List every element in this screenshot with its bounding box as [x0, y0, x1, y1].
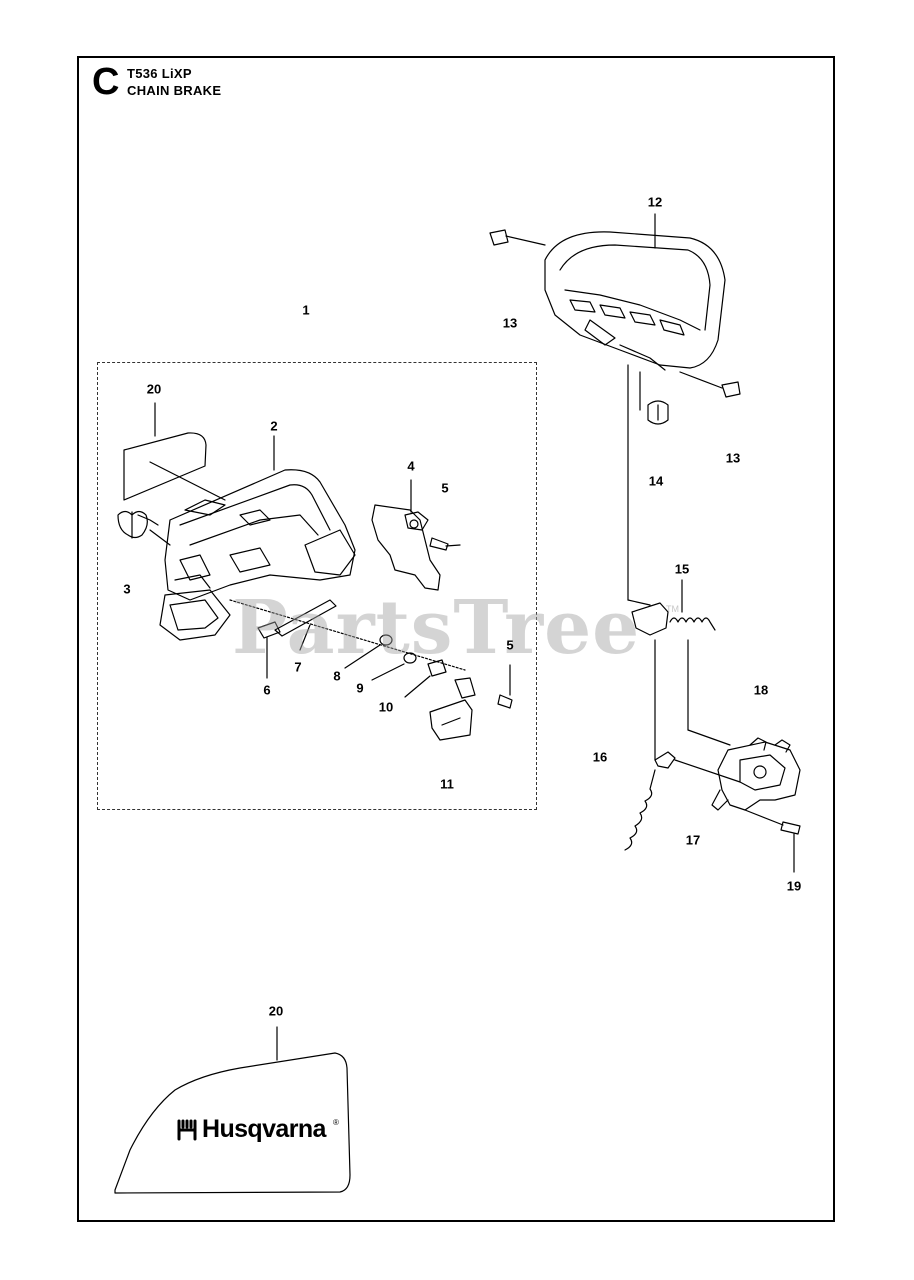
part-5-screw-bottom [497, 694, 513, 709]
part-2-chain-brake-cover [164, 469, 356, 601]
part-12-chain-brake-handle [544, 231, 726, 369]
callout-14: 14 [648, 473, 664, 489]
partstree-watermark: PartsTree [232, 585, 641, 671]
brand-wordmark: Husqvarna [202, 1115, 326, 1143]
part-11-bracket [429, 699, 473, 741]
callout-11: 11 [440, 776, 454, 792]
callout-5-lower: 5 [506, 637, 514, 653]
part-5-screw-top [429, 537, 449, 551]
part-7-pin [274, 599, 337, 637]
callout-1: 1 [302, 302, 310, 318]
callout-16: 16 [592, 749, 608, 765]
callout-5-upper: 5 [441, 480, 449, 496]
callout-20-large: 20 [268, 1003, 284, 1019]
part-17-spring [624, 769, 656, 851]
diagram-frame [77, 56, 835, 1222]
part-19-screw [780, 821, 801, 835]
part-6-rivet [257, 621, 281, 639]
part-16-small-link [654, 751, 676, 769]
callout-9: 9 [356, 680, 364, 696]
callout-15: 15 [674, 561, 690, 577]
part-3-spring-coil [117, 510, 148, 539]
part-3-brake-band-holder [159, 589, 231, 641]
part-14-nut [647, 400, 669, 425]
part-4-brake-lever [371, 504, 441, 591]
part-9-washer [403, 652, 417, 664]
part-15-link [631, 602, 669, 636]
part-20-decal-large [114, 1052, 351, 1194]
watermark-trademark: TM [666, 604, 679, 614]
part-18-brake-mechanism [717, 741, 801, 811]
part-15-spring [669, 617, 716, 631]
callout-7: 7 [294, 659, 302, 675]
callout-2: 2 [270, 418, 278, 434]
section-title: CHAIN BRAKE [127, 83, 222, 98]
section-letter: C [92, 61, 120, 103]
callout-19: 19 [786, 878, 802, 894]
callout-6: 6 [263, 682, 271, 698]
callout-8: 8 [333, 668, 341, 684]
registered-mark: ® [333, 1118, 339, 1127]
callout-12: 12 [647, 194, 663, 210]
callout-3: 3 [123, 581, 131, 597]
part-8-washer [379, 634, 393, 646]
part-13-screw-right [721, 381, 741, 398]
husqvarna-crown-icon [177, 1119, 197, 1141]
callout-13-left: 13 [502, 315, 518, 331]
part-13-screw-left [489, 229, 509, 246]
callout-10: 10 [378, 699, 394, 715]
assembly-group-box [97, 362, 537, 810]
part-10-sleeve [427, 659, 447, 677]
model-code: T536 LiXP [127, 66, 192, 81]
callout-4: 4 [407, 458, 415, 474]
callout-20-small: 20 [146, 381, 162, 397]
part-20-decal-small [123, 432, 207, 501]
callout-18: 18 [753, 682, 769, 698]
callout-13-right: 13 [725, 450, 741, 466]
callout-17: 17 [685, 832, 701, 848]
